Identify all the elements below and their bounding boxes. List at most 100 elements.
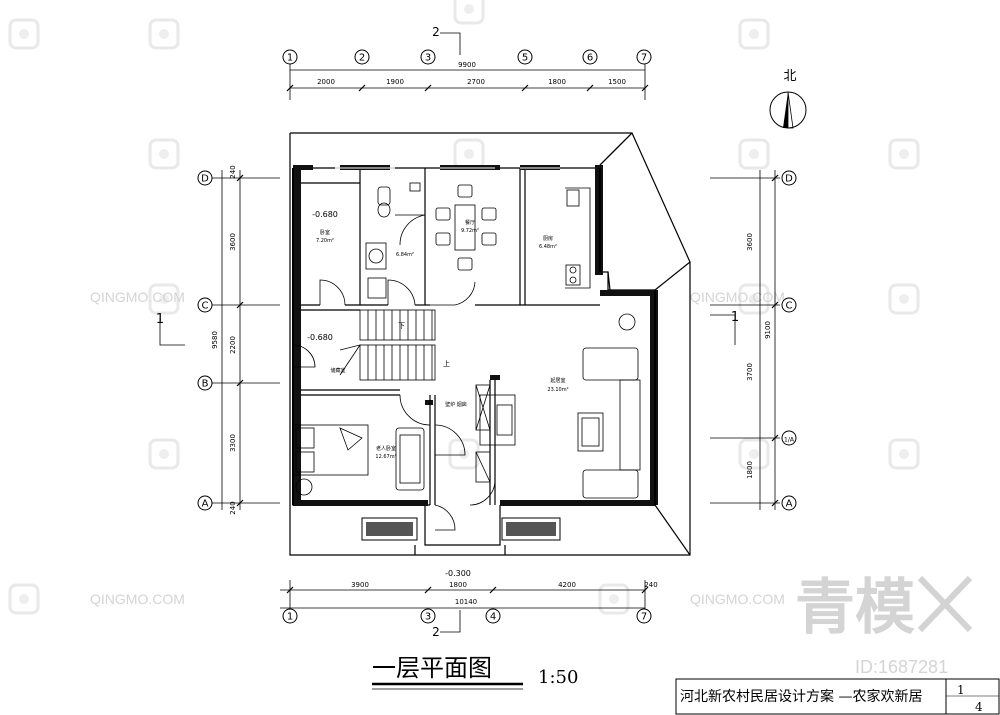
axis-bubble-top-4: 5 — [517, 49, 533, 65]
walls — [289, 132, 691, 556]
furniture — [292, 182, 641, 499]
axis-bubble-right-4: A — [781, 495, 797, 511]
svg-text:3: 3 — [425, 53, 431, 64]
dim-left-seg-5: 240 — [229, 501, 237, 514]
svg-text:1: 1 — [287, 53, 293, 64]
section-mark-top: 2 — [432, 25, 440, 39]
north-arrow-icon: 北 — [769, 69, 807, 129]
sheet-total: 4 — [975, 700, 983, 714]
window-blocks — [293, 165, 658, 541]
svg-text:A: A — [202, 499, 209, 510]
watermark-repeat-texts: QINGMO.COM QINGMO.COM QINGMO.COM QINGMO.COM — [90, 289, 785, 607]
dim-left-seg-1: 240 — [229, 165, 237, 178]
axis-bubble-top-3: 3 — [420, 49, 436, 65]
svg-text:C: C — [202, 301, 209, 312]
dim-right-total: 9100 — [764, 321, 772, 339]
watermark-repeat-text-2: QINGMO.COM — [690, 289, 785, 305]
axis-bubble-left-1: D — [197, 170, 213, 186]
living-room-name: 起居室 — [550, 377, 565, 384]
bedroom-area: 7.20m² — [316, 238, 334, 244]
section-mark-right: 1 — [731, 310, 739, 325]
fireplace-label: 壁炉 烟囱 — [445, 401, 467, 408]
dim-bottom-seg-4: 240 — [644, 581, 657, 589]
axis-bubble-right-3: 1/A — [781, 430, 797, 446]
kitchen-name: 厨房 — [543, 235, 553, 242]
svg-text:B: B — [202, 379, 209, 390]
dim-bottom-seg-1: 3900 — [351, 581, 369, 589]
kitchen-area: 6.48m² — [539, 244, 557, 250]
svg-text:1/A: 1/A — [784, 437, 795, 444]
north-label: 北 — [783, 69, 796, 84]
section-marks: 1 1 2 2 — [156, 25, 739, 639]
room-labels: -0.680 卧室 7.20m² 6.84m² 餐厅 9.72m² 厨房 6.4… — [307, 210, 569, 578]
dim-right-seg-2: 3700 — [746, 363, 754, 381]
storage-name: 储藏室 — [330, 367, 345, 374]
dim-top-seg-5: 1500 — [608, 78, 626, 86]
drawing-title: 一层平面图 — [372, 654, 492, 682]
dim-top-total: 9900 — [458, 61, 476, 69]
dim-top-seg-3: 2700 — [467, 78, 485, 86]
bathroom-area: 6.84m² — [396, 252, 414, 258]
stair-down-label: 下 — [398, 322, 405, 330]
watermark-id: ID:1687281 — [855, 657, 948, 677]
watermark-repeat-text-4: QINGMO.COM — [690, 591, 785, 607]
svg-text:7: 7 — [641, 612, 647, 623]
staircase — [339, 309, 436, 381]
drawing-title-group: 一层平面图 1:50 — [372, 654, 578, 690]
svg-text:1: 1 — [287, 612, 293, 623]
elder-bedroom-area: 12.67m² — [375, 454, 396, 460]
svg-text:D: D — [201, 174, 209, 185]
dim-top-seg-2: 1900 — [386, 78, 404, 86]
svg-text:C: C — [786, 301, 793, 312]
elder-bedroom-name: 老人卧室 — [376, 445, 396, 452]
dining-name: 餐厅 — [465, 219, 475, 226]
dim-bottom-total: 10140 — [455, 598, 477, 606]
axis-bubble-top-2: 2 — [354, 49, 370, 65]
entrance-level: -0.300 — [445, 569, 471, 578]
axis-bubble-left-3: B — [197, 375, 213, 391]
svg-text:5: 5 — [522, 53, 528, 64]
svg-text:4: 4 — [490, 612, 496, 623]
sheet-number: 1 — [957, 683, 965, 697]
watermark-repeat-text-1: QINGMO.COM — [90, 289, 185, 305]
bedroom-name: 卧室 — [320, 229, 330, 236]
svg-text:D: D — [785, 174, 793, 185]
brand-watermark: 青模 ID:1687281 — [795, 574, 973, 677]
dim-bottom-seg-2: 1800 — [449, 581, 467, 589]
axis-bubble-bottom-2: 3 — [420, 608, 436, 624]
axis-bubble-bottom-4: 7 — [636, 608, 652, 624]
dim-top-seg-1: 2000 — [317, 78, 335, 86]
living-room-area: 23.10m² — [547, 387, 568, 393]
planter-box-2 — [501, 517, 561, 541]
axis-bubble-top-1: 1 — [282, 49, 298, 65]
svg-text:6: 6 — [587, 53, 593, 64]
dim-right-seg-3: 1800 — [746, 461, 754, 479]
planter-box-1 — [361, 517, 418, 541]
axis-bubble-left-4: A — [197, 495, 213, 511]
svg-text:3: 3 — [425, 612, 431, 623]
section-mark-bottom: 2 — [432, 625, 440, 639]
svg-text:A: A — [786, 499, 793, 510]
door-swings — [292, 214, 496, 531]
drawing-scale: 1:50 — [538, 667, 578, 688]
dim-top-seg-4: 1800 — [548, 78, 566, 86]
svg-text:2: 2 — [359, 53, 365, 64]
watermark-repeat-text-3: QINGMO.COM — [90, 591, 185, 607]
axis-bubble-top-6: 7 — [636, 49, 652, 65]
watermark-logo-icon — [917, 575, 973, 633]
watermark-logos — [8, 0, 920, 615]
stair-level: -0.680 — [307, 333, 333, 342]
project-name: 河北新农村民居设计方案 —农家欢新居 — [680, 688, 922, 705]
axis-bubble-right-1: D — [781, 170, 797, 186]
room-bold-edges — [292, 168, 656, 505]
dim-right-seg-1: 3600 — [746, 233, 754, 251]
dining-area: 9.72m² — [461, 228, 479, 234]
dimension-ticks — [236, 84, 779, 594]
dimension-lines — [159, 32, 780, 633]
bedroom-level: -0.680 — [312, 210, 338, 219]
axis-bubble-bottom-3: 4 — [485, 608, 501, 624]
dim-left-total: 9580 — [211, 331, 219, 349]
